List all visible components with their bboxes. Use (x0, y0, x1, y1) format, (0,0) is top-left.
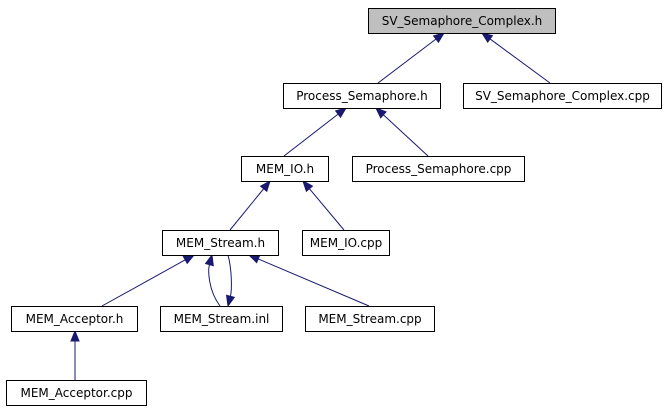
node-label: MEM_Acceptor.h (26, 312, 124, 326)
node-mem-stream-cpp[interactable]: MEM_Stream.cpp (305, 306, 435, 332)
arrowhead-icon (204, 253, 214, 267)
node-label: MEM_Stream.h (176, 236, 265, 250)
node-label: Process_Semaphore.cpp (366, 162, 512, 176)
edge-mem_stream_h-to-mem_stream_inl (225, 254, 236, 308)
node-label: MEM_IO.cpp (310, 236, 382, 250)
edge-line (489, 38, 551, 84)
node-mem-io-h[interactable]: MEM_IO.h (241, 156, 329, 182)
nodes-layer: SV_Semaphore_Complex.hProcess_Semaphore.… (6, 8, 662, 406)
arrowhead-icon (247, 254, 261, 264)
node-label: MEM_IO.h (256, 162, 314, 176)
node-process-semaphore-cpp[interactable]: Process_Semaphore.cpp (352, 156, 525, 182)
node-label: MEM_Stream.cpp (318, 312, 421, 326)
edge-process_semaphore_cpp-to-process_semaphore_h (375, 107, 429, 157)
edge-mem_acceptor_cpp-to-mem_acceptor_h (70, 329, 80, 380)
node-box[interactable] (160, 306, 283, 332)
edge-mem_stream_h-to-mem_io_h (229, 179, 271, 231)
arrowhead-icon (302, 179, 314, 193)
node-mem-acceptor-h[interactable]: MEM_Acceptor.h (11, 306, 138, 332)
node-sv-semaphore-complex-h[interactable]: SV_Semaphore_Complex.h (368, 8, 556, 34)
node-box[interactable] (283, 83, 441, 109)
node-process-semaphore-h[interactable]: Process_Semaphore.h (283, 83, 441, 109)
edge-mem_io_cpp-to-mem_io_h (302, 179, 345, 231)
node-mem-acceptor-cpp[interactable]: MEM_Acceptor.cpp (6, 380, 147, 406)
arrowhead-icon (225, 294, 236, 308)
node-box[interactable] (302, 230, 390, 256)
edge-mem_stream_inl-to-mem_stream_h (204, 253, 221, 307)
edge-line (258, 258, 370, 307)
arrowhead-icon (70, 329, 80, 342)
arrowhead-icon (334, 107, 348, 119)
arrowhead-icon (182, 254, 196, 265)
arrowhead-icon (480, 32, 494, 44)
edge-line (377, 38, 437, 84)
edge-line (227, 254, 232, 297)
node-box[interactable] (368, 8, 556, 34)
arrowhead-icon (432, 32, 446, 44)
edge-mem_stream_cpp-to-mem_stream_h (247, 254, 370, 307)
edge-line (383, 114, 429, 157)
edge-line (101, 259, 186, 307)
node-box[interactable] (305, 306, 435, 332)
node-label: MEM_Acceptor.cpp (20, 386, 132, 400)
node-box[interactable] (162, 230, 279, 256)
node-box[interactable] (11, 306, 138, 332)
node-box[interactable] (352, 156, 525, 182)
node-mem-io-cpp[interactable]: MEM_IO.cpp (302, 230, 390, 256)
node-label: MEM_Stream.inl (174, 312, 270, 326)
node-box[interactable] (463, 83, 662, 109)
node-label: SV_Semaphore_Complex.h (382, 14, 543, 28)
node-sv-semaphore-complex-cpp[interactable]: SV_Semaphore_Complex.cpp (463, 83, 662, 109)
node-mem-stream-h[interactable]: MEM_Stream.h (162, 230, 279, 256)
node-box[interactable] (241, 156, 329, 182)
node-mem-stream-inl[interactable]: MEM_Stream.inl (160, 306, 283, 332)
edge-process_semaphore_h-to-sv_semaphore_complex_h (377, 32, 446, 84)
edge-mem_io_h-to-process_semaphore_h (283, 107, 348, 157)
edge-line (208, 264, 221, 307)
edge-line (309, 188, 345, 231)
arrowhead-icon (259, 179, 271, 193)
node-label: Process_Semaphore.h (296, 89, 428, 103)
edge-line (283, 113, 339, 157)
node-box[interactable] (6, 380, 147, 406)
edge-line (229, 188, 265, 231)
edge-mem_acceptor_h-to-mem_stream_h (101, 254, 196, 307)
arrowhead-icon (375, 107, 387, 119)
edges-layer (70, 32, 551, 380)
node-label: SV_Semaphore_Complex.cpp (475, 89, 650, 103)
edge-sv_semaphore_complex_cpp-to-sv_semaphore_complex_h (480, 32, 551, 84)
